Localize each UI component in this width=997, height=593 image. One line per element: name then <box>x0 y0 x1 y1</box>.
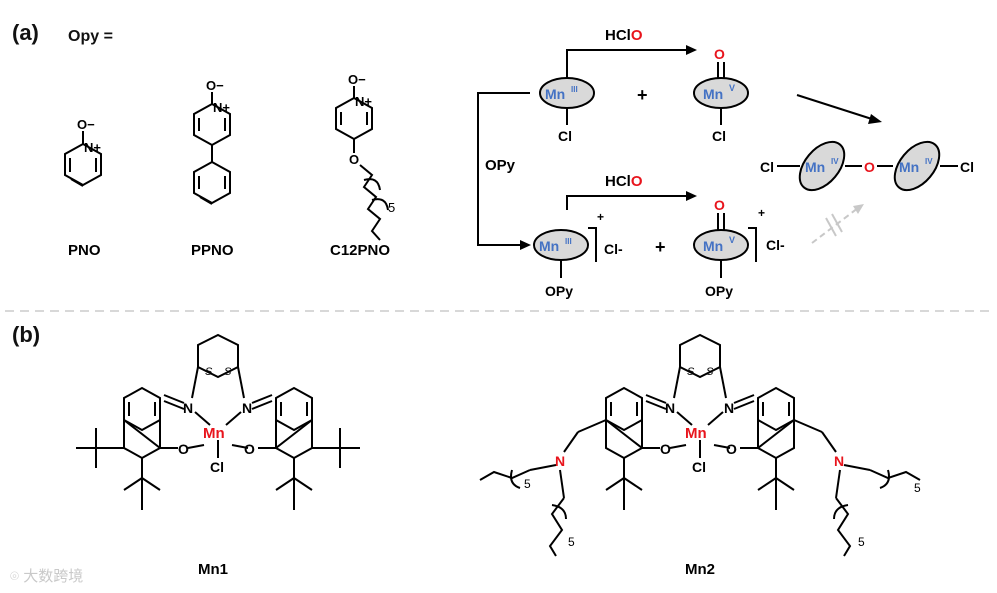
mn-iii-label-top: Mn <box>545 86 565 102</box>
ppno-structure <box>193 92 231 205</box>
mn2-manganese: Mn <box>685 425 707 442</box>
mn1-oxygen-right: O <box>244 441 255 457</box>
chloride-counterion-left: Cl- <box>604 241 623 257</box>
cl-axial-top-left: Cl <box>558 128 572 144</box>
mn-iv-roman-right: IV <box>925 157 933 166</box>
mn2-nitrogen-left: N <box>665 400 675 416</box>
plus-sign-top: + <box>637 85 648 105</box>
mn1-oxygen-left: O <box>178 441 189 457</box>
bridging-oxygen: O <box>864 159 875 175</box>
mn-iii-label-bottom: Mn <box>539 238 559 254</box>
mn2-oxygen-right: O <box>726 441 737 457</box>
mn2-oxygen-left: O <box>660 441 671 457</box>
mn2-amine-nitrogen-right: N <box>834 453 844 469</box>
watermark-text: 大数跨境 <box>23 568 84 585</box>
dimer-cl-left: Cl <box>760 159 774 175</box>
pno-structure <box>64 131 102 187</box>
pno-oxygen: O− <box>77 117 95 132</box>
mn-iv-roman-left: IV <box>831 157 839 166</box>
hclo-reagent-top: HClO <box>605 27 643 44</box>
mn2-chloride: Cl <box>692 459 706 475</box>
mn2-chain-count-left-a: 5 <box>524 477 531 491</box>
cl-axial-top-right: Cl <box>712 128 726 144</box>
mn-iii-roman-top: III <box>571 85 578 94</box>
oxo-oxygen-top: O <box>714 46 725 62</box>
mn-v-label-top: Mn <box>703 86 723 102</box>
chloride-counterion-right: Cl- <box>766 237 785 253</box>
dimer-cl-right: Cl <box>960 159 974 175</box>
c12pno-oxygen: O− <box>348 72 366 87</box>
mn-v-label-bottom: Mn <box>703 238 723 254</box>
mn1-caption: Mn1 <box>198 561 228 578</box>
pno-nitrogen: N+ <box>84 140 101 155</box>
c12pno-nitrogen: N+ <box>355 94 372 109</box>
mn1-manganese: Mn <box>203 425 225 442</box>
opy-axial-left: OPy <box>545 283 573 299</box>
mn2-chain-count-right-b: 5 <box>858 535 865 549</box>
mn1-chloride: Cl <box>210 459 224 475</box>
mn1-nitrogen-left: N <box>183 400 193 416</box>
mn2-caption: Mn2 <box>685 561 715 578</box>
charge-plus-bottom-left: + <box>597 210 604 224</box>
c12pno-structure <box>335 86 389 241</box>
mn2-nitrogen-right: N <box>724 400 734 416</box>
mn-v-roman-top: V <box>729 83 735 93</box>
opy-axial-right: OPy <box>705 283 733 299</box>
mn-iv-label-right: Mn <box>899 159 919 175</box>
mn-iii-roman-bottom: III <box>565 237 572 246</box>
mn1-stereo-right: S <box>224 366 232 378</box>
mn1-nitrogen-right: N <box>242 400 252 416</box>
mn2-amine-nitrogen-left: N <box>555 453 565 469</box>
ppno-nitrogen: N+ <box>213 100 230 115</box>
watermark: ⌾ 大数跨境 <box>10 565 83 586</box>
c12pno-chain-count: 5 <box>388 200 395 215</box>
mn-v-roman-bottom: V <box>729 235 735 245</box>
plus-sign-bottom: + <box>655 237 666 257</box>
ligand-label-ppno: PPNO <box>191 242 234 259</box>
mn1-structure <box>76 333 360 510</box>
ligand-label-pno: PNO <box>68 242 101 259</box>
c12pno-ether-oxygen: O <box>349 152 359 167</box>
mn2-chain-count-left-b: 5 <box>568 535 575 549</box>
mn1-stereo-left: S <box>205 366 213 378</box>
watermark-logo-icon: ⌾ <box>10 568 20 585</box>
oxo-oxygen-bottom: O <box>714 197 725 213</box>
panel-a-label: (a) <box>12 20 39 45</box>
mn-iv-right-complex <box>893 140 941 192</box>
mn2-stereo-right: S <box>706 366 714 378</box>
opy-definition-title: Opy = <box>68 28 113 45</box>
mn2-chain-count-right-a: 5 <box>914 481 921 495</box>
mn2-structure <box>479 333 921 557</box>
ligand-label-c12pno: C12PNO <box>330 242 390 259</box>
mn-iv-label-left: Mn <box>805 159 825 175</box>
blocked-pathway-arrow <box>811 207 859 244</box>
mn2-stereo-left: S <box>687 366 695 378</box>
panel-b-label: (b) <box>12 322 41 347</box>
mn-iv-left-complex <box>798 140 846 192</box>
hclo-reagent-bottom: HClO <box>605 173 643 190</box>
ppno-oxygen: O− <box>206 78 224 93</box>
charge-plus-bottom-right: + <box>758 206 765 220</box>
opy-side-reagent: OPy <box>485 157 516 174</box>
